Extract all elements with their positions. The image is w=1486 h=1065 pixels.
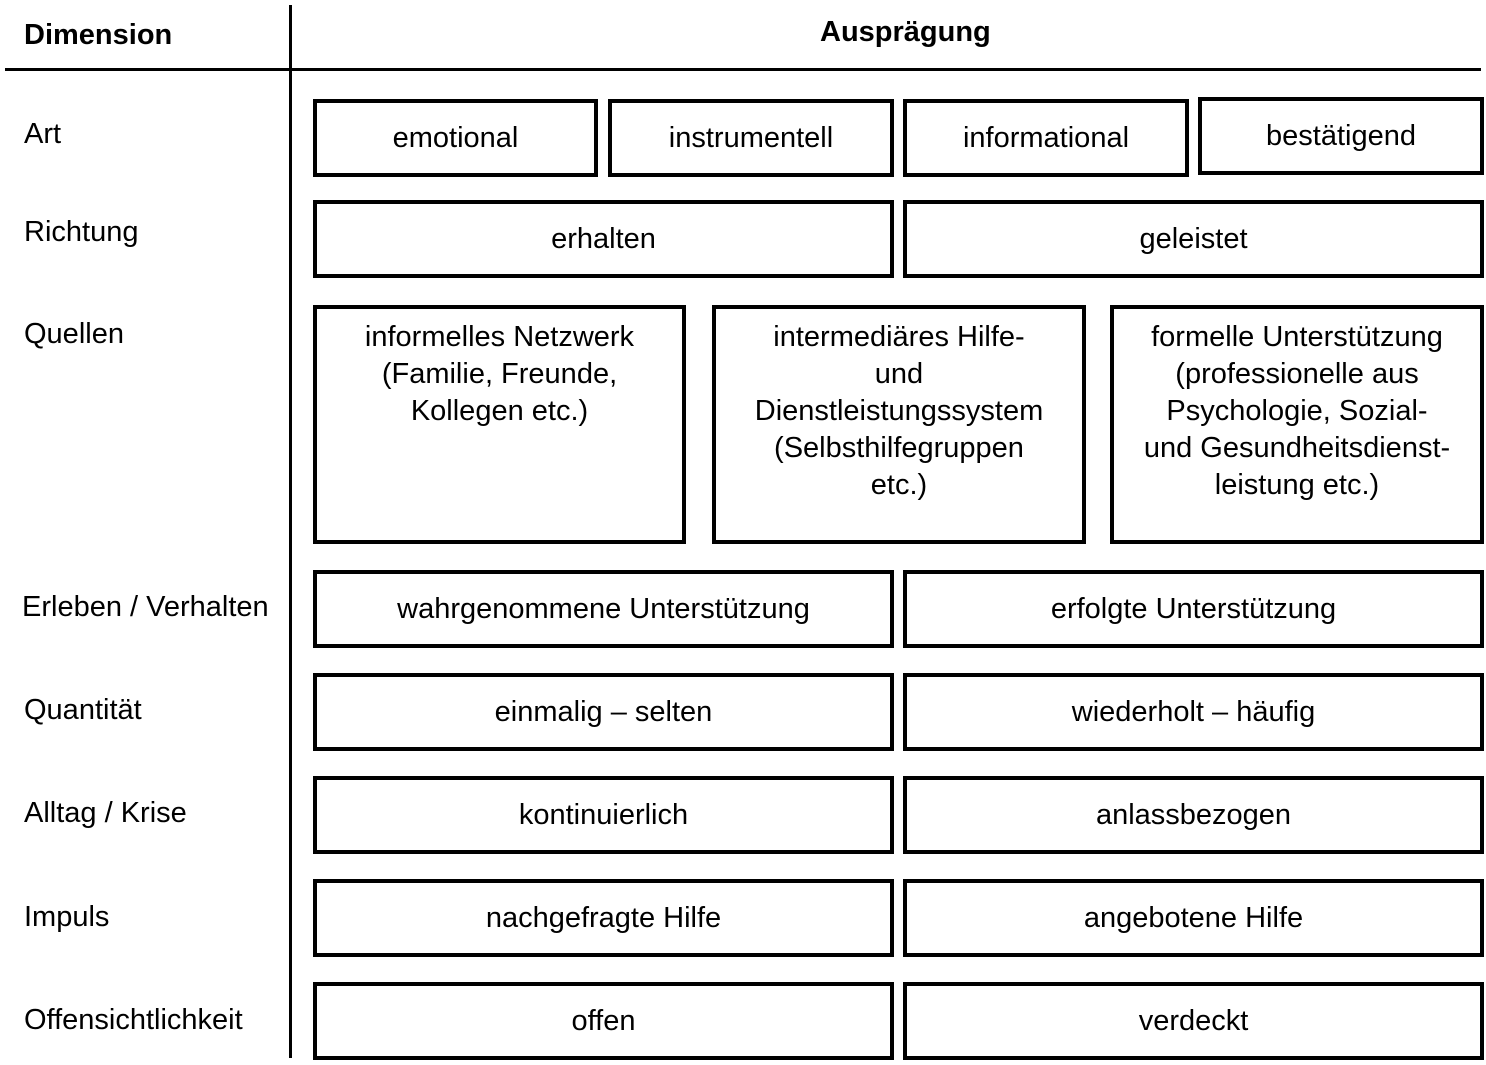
row-label-impuls: Impuls <box>24 901 110 933</box>
richtung-geleistet-box: geleistet <box>903 200 1484 278</box>
quellen-formell-box: formelle Unterstützung (professionelle a… <box>1110 305 1484 544</box>
row-label-offensichtlichkeit: Offensichtlichkeit <box>24 1004 243 1036</box>
impuls-angeboten-box: angebotene Hilfe <box>903 879 1484 957</box>
art-informational-box: informational <box>903 99 1189 177</box>
richtung-erhalten-box: erhalten <box>313 200 894 278</box>
offensichtlich-verdeckt-box: verdeckt <box>903 982 1484 1060</box>
auspraegung-header: Ausprägung <box>820 16 991 48</box>
art-emotional-box: emotional <box>313 99 598 177</box>
row-label-quellen: Quellen <box>24 318 124 350</box>
verhalten-erfolgt-box: erfolgte Unterstützung <box>903 570 1484 648</box>
art-bestaetigend-box: bestätigend <box>1198 97 1484 175</box>
column-divider <box>289 5 292 1058</box>
quantitaet-selten-box: einmalig – selten <box>313 673 894 751</box>
row-label-quantitaet: Quantität <box>24 694 142 726</box>
header-divider <box>5 68 1481 71</box>
row-label-erleben-verhalten: Erleben / Verhalten <box>22 591 269 623</box>
quellen-intermediaer-box: intermediäres Hilfe- und Dienstleistungs… <box>712 305 1086 544</box>
offensichtlich-offen-box: offen <box>313 982 894 1060</box>
quantitaet-haeufig-box: wiederholt – häufig <box>903 673 1484 751</box>
dimension-header: Dimension <box>24 19 173 51</box>
alltag-kontinuierlich-box: kontinuierlich <box>313 776 894 854</box>
row-label-art: Art <box>24 118 62 150</box>
art-instrumentell-box: instrumentell <box>608 99 894 177</box>
quellen-informell-box: informelles Netzwerk (Familie, Freunde, … <box>313 305 686 544</box>
row-label-alltag-krise: Alltag / Krise <box>24 797 187 829</box>
row-label-richtung: Richtung <box>24 216 139 248</box>
impuls-nachgefragt-box: nachgefragte Hilfe <box>313 879 894 957</box>
krise-anlassbezogen-box: anlassbezogen <box>903 776 1484 854</box>
erleben-wahrgenommen-box: wahrgenommene Unterstützung <box>313 570 894 648</box>
